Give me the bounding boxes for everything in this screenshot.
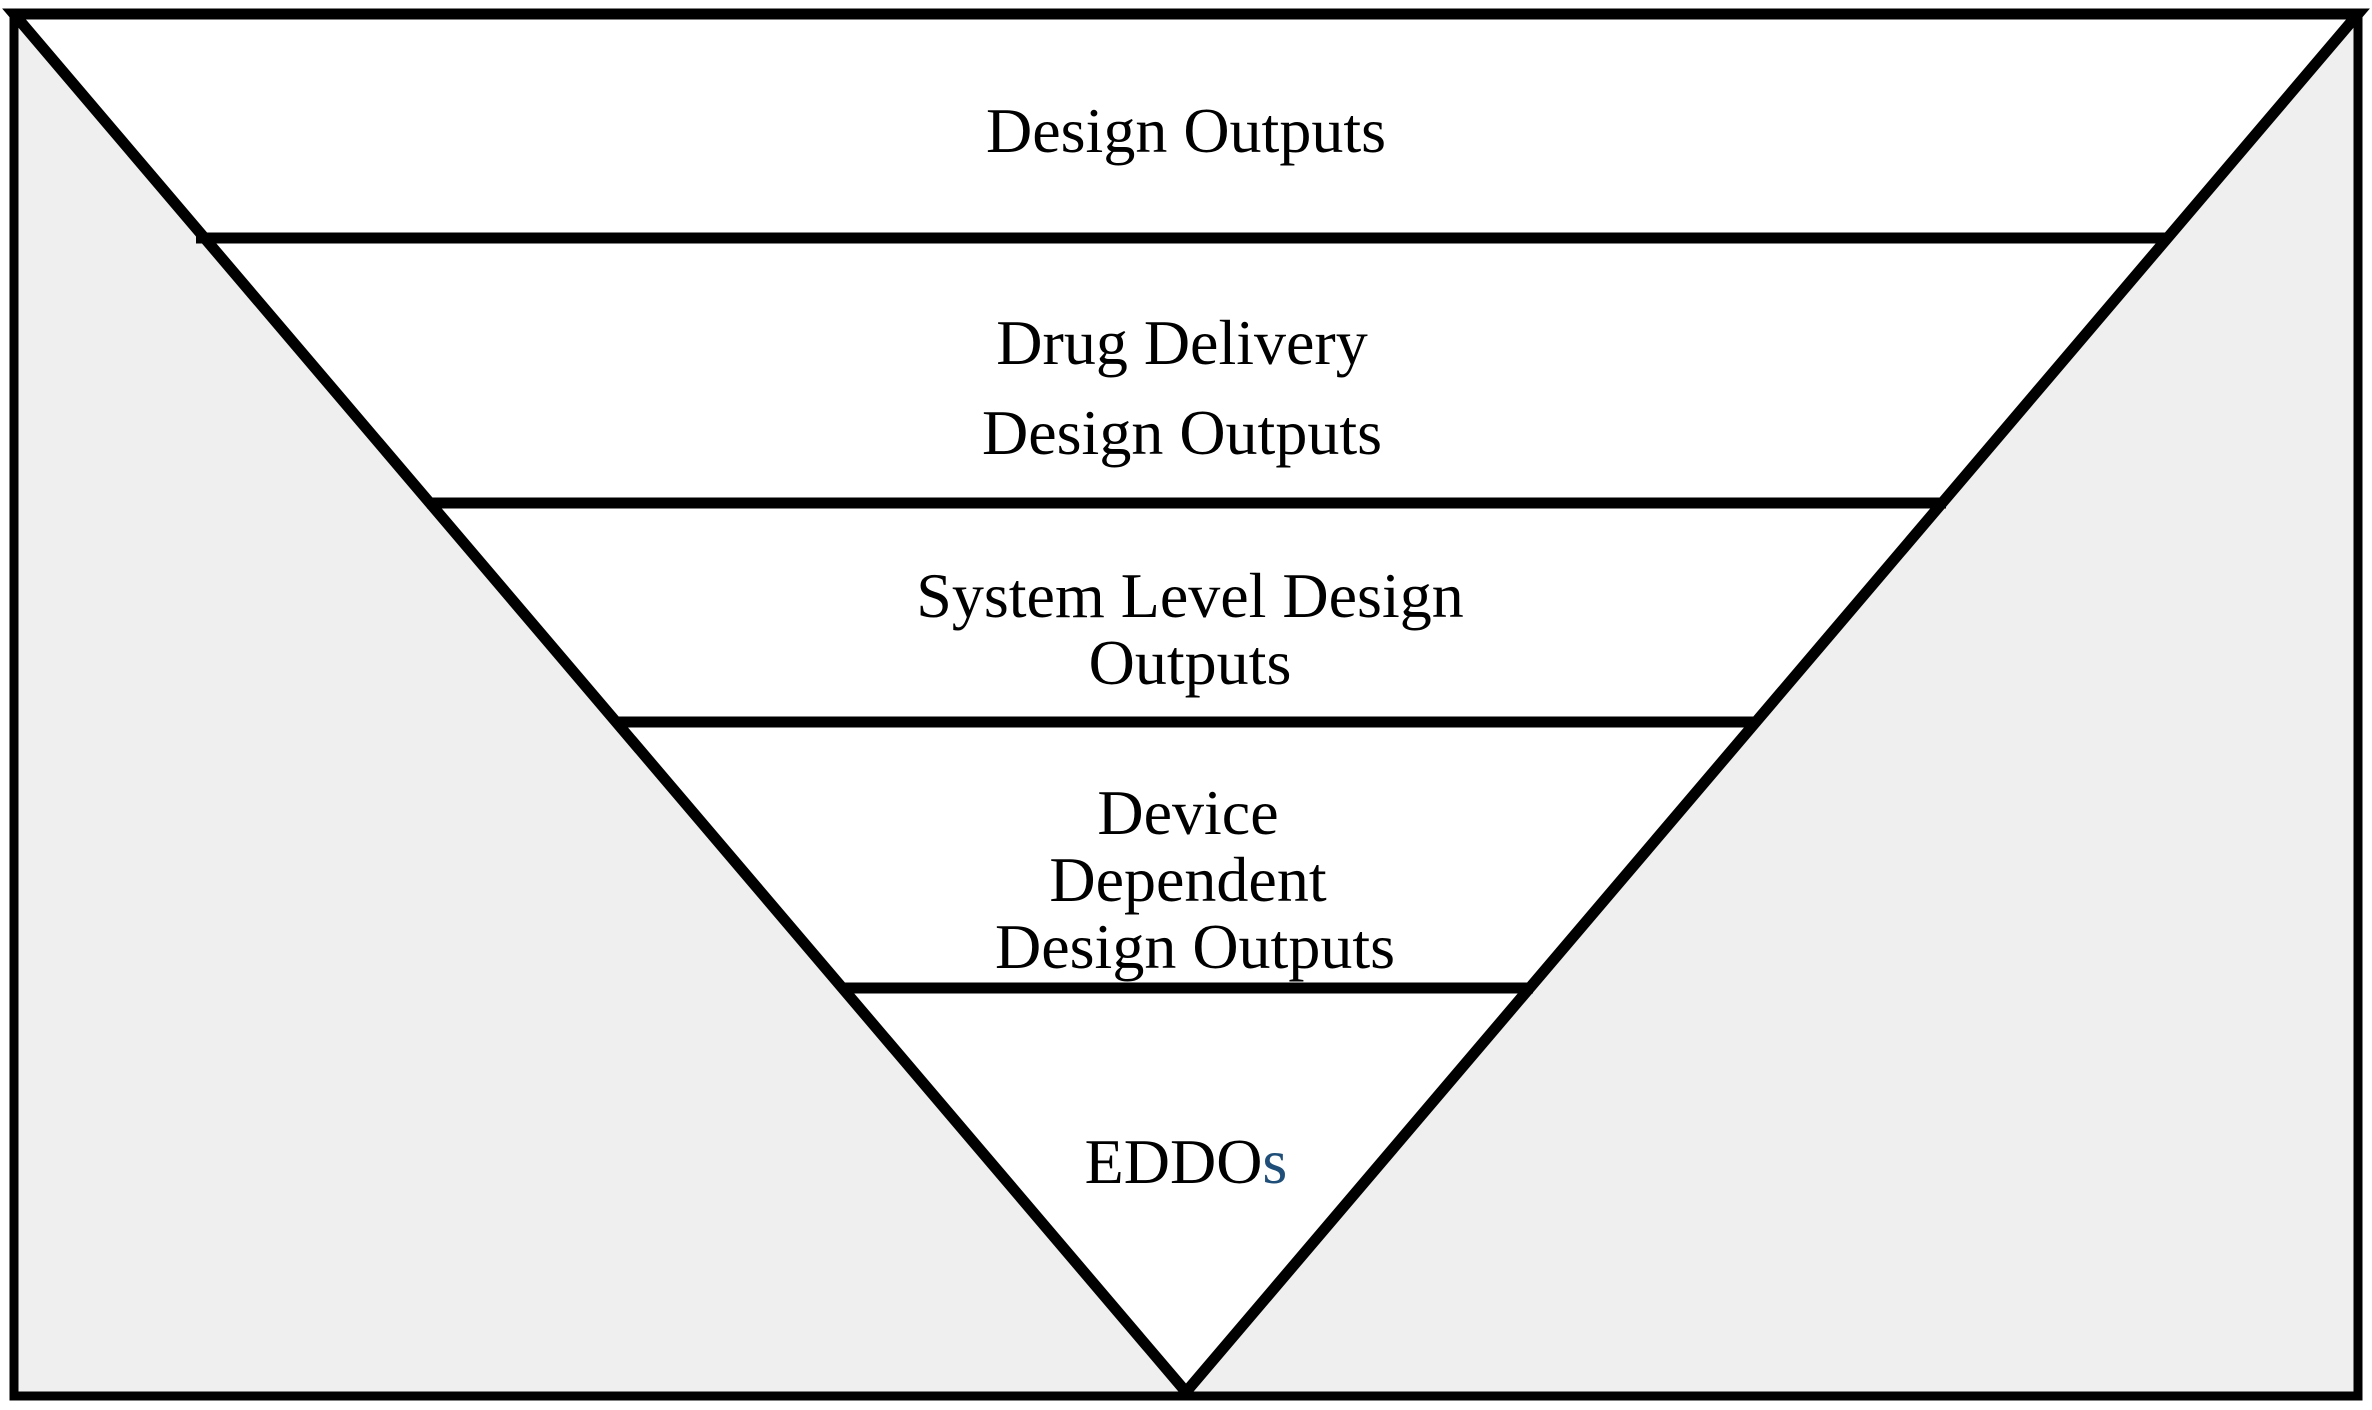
layer-device-dependent-label-line-2: Dependent (1049, 844, 1326, 915)
layer-eddos-label-suffix: s (1262, 1126, 1287, 1197)
layer-drug-delivery-label-line-2: Design Outputs (982, 397, 1382, 468)
layer-device-dependent-label-line-1: Device (1097, 777, 1278, 848)
layer-system-level-label-line-1: System Level Design (916, 560, 1463, 631)
layer-system-level-label-line-2: Outputs (1089, 627, 1292, 698)
layer-drug-delivery-label-line-1: Drug Delivery (996, 307, 1367, 378)
layer-design-outputs-label: Design Outputs (986, 95, 1386, 166)
inverted-triangle (2, 8, 2370, 1401)
layer-device-dependent-label-line-3: Design Outputs (995, 911, 1395, 982)
layer-eddos-label: EDDOs (1085, 1126, 1288, 1197)
layer-eddos-label-prefix: EDDO (1085, 1126, 1263, 1197)
